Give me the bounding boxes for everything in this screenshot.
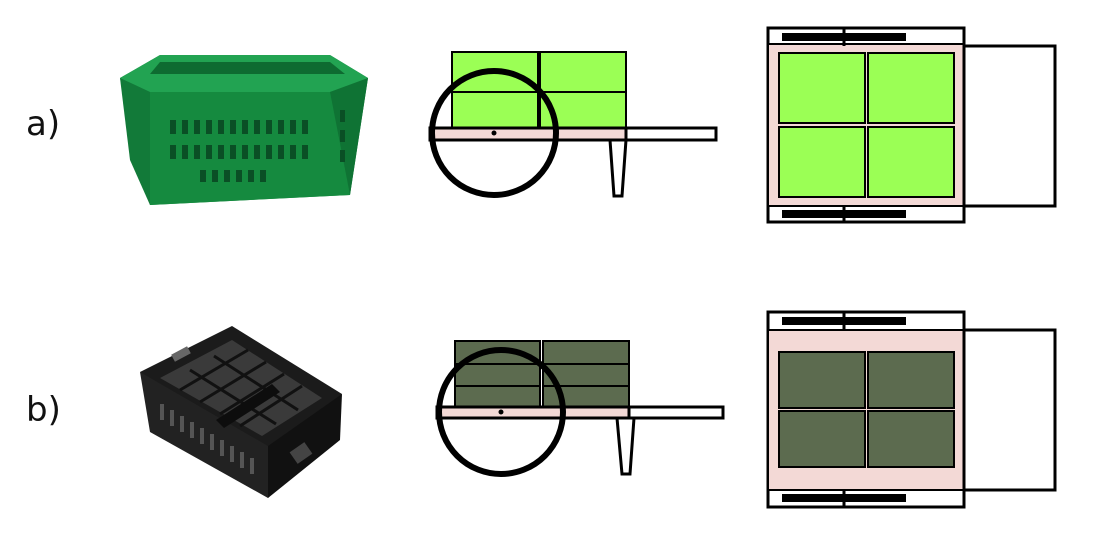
green-crate-photo bbox=[120, 55, 368, 205]
cart-wheel-b bbox=[436, 347, 566, 477]
top-view-a bbox=[766, 26, 1057, 224]
black-crate-photo bbox=[140, 326, 342, 498]
top-crates-b bbox=[778, 351, 955, 468]
cart-wheel-a bbox=[429, 68, 559, 198]
wheel-axle-a bbox=[491, 130, 497, 136]
top-handle-a bbox=[962, 44, 1057, 208]
row-label-a: a) bbox=[26, 104, 61, 144]
cart-leg-b bbox=[615, 416, 636, 476]
top-handle-b bbox=[962, 328, 1057, 492]
cart-leg-a bbox=[608, 138, 628, 198]
top-crates-a bbox=[778, 52, 955, 198]
cart-platform-a bbox=[428, 126, 628, 142]
top-view-b bbox=[766, 310, 1057, 509]
wheel-axle-b bbox=[498, 409, 504, 415]
cart-handle-b bbox=[627, 405, 725, 420]
row-label-b: b) bbox=[26, 390, 61, 430]
side-crates-a bbox=[451, 51, 627, 131]
side-view-a bbox=[428, 51, 718, 198]
cart-handle-a bbox=[624, 126, 718, 142]
cart-platform-b bbox=[435, 405, 631, 420]
side-view-b bbox=[435, 340, 725, 477]
